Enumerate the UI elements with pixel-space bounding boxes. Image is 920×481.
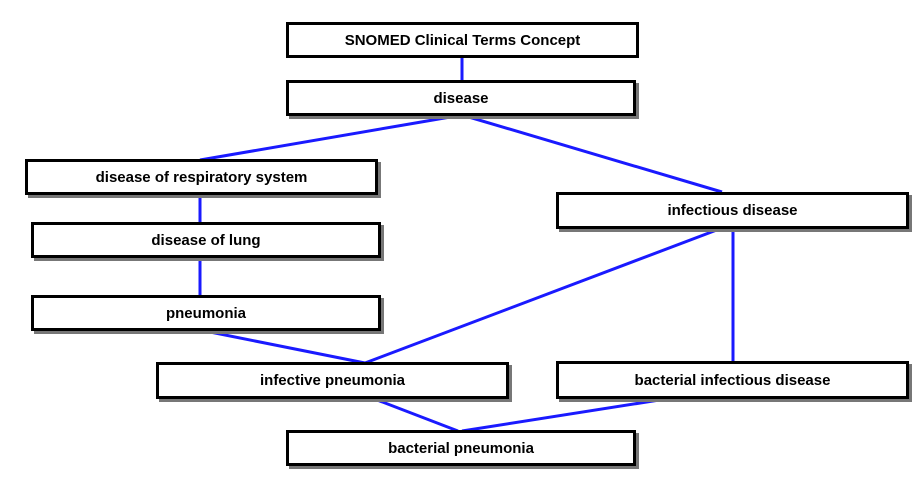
node-disease-of-respiratory-system: disease of respiratory system — [25, 159, 378, 195]
node-root: SNOMED Clinical Terms Concept — [286, 22, 639, 58]
edge-disease-infectious — [461, 113, 723, 194]
edge-infectious-infective — [364, 226, 723, 365]
node-infective-pneumonia: infective pneumonia — [156, 362, 509, 399]
node-disease: disease — [286, 80, 636, 116]
edge-pneumonia-infective — [199, 328, 366, 365]
node-pneumonia: pneumonia — [31, 295, 381, 331]
edge-disease-respiratory — [199, 113, 463, 162]
node-disease-of-lung: disease of lung — [31, 222, 381, 258]
node-bacterial-infectious-disease: bacterial infectious disease — [556, 361, 909, 399]
edge-bacterial-infectious-bacterial-pneumonia — [461, 396, 673, 433]
edge-infective-bacterial-pneumonia — [371, 396, 459, 433]
node-infectious-disease: infectious disease — [556, 192, 909, 229]
node-bacterial-pneumonia: bacterial pneumonia — [286, 430, 636, 466]
